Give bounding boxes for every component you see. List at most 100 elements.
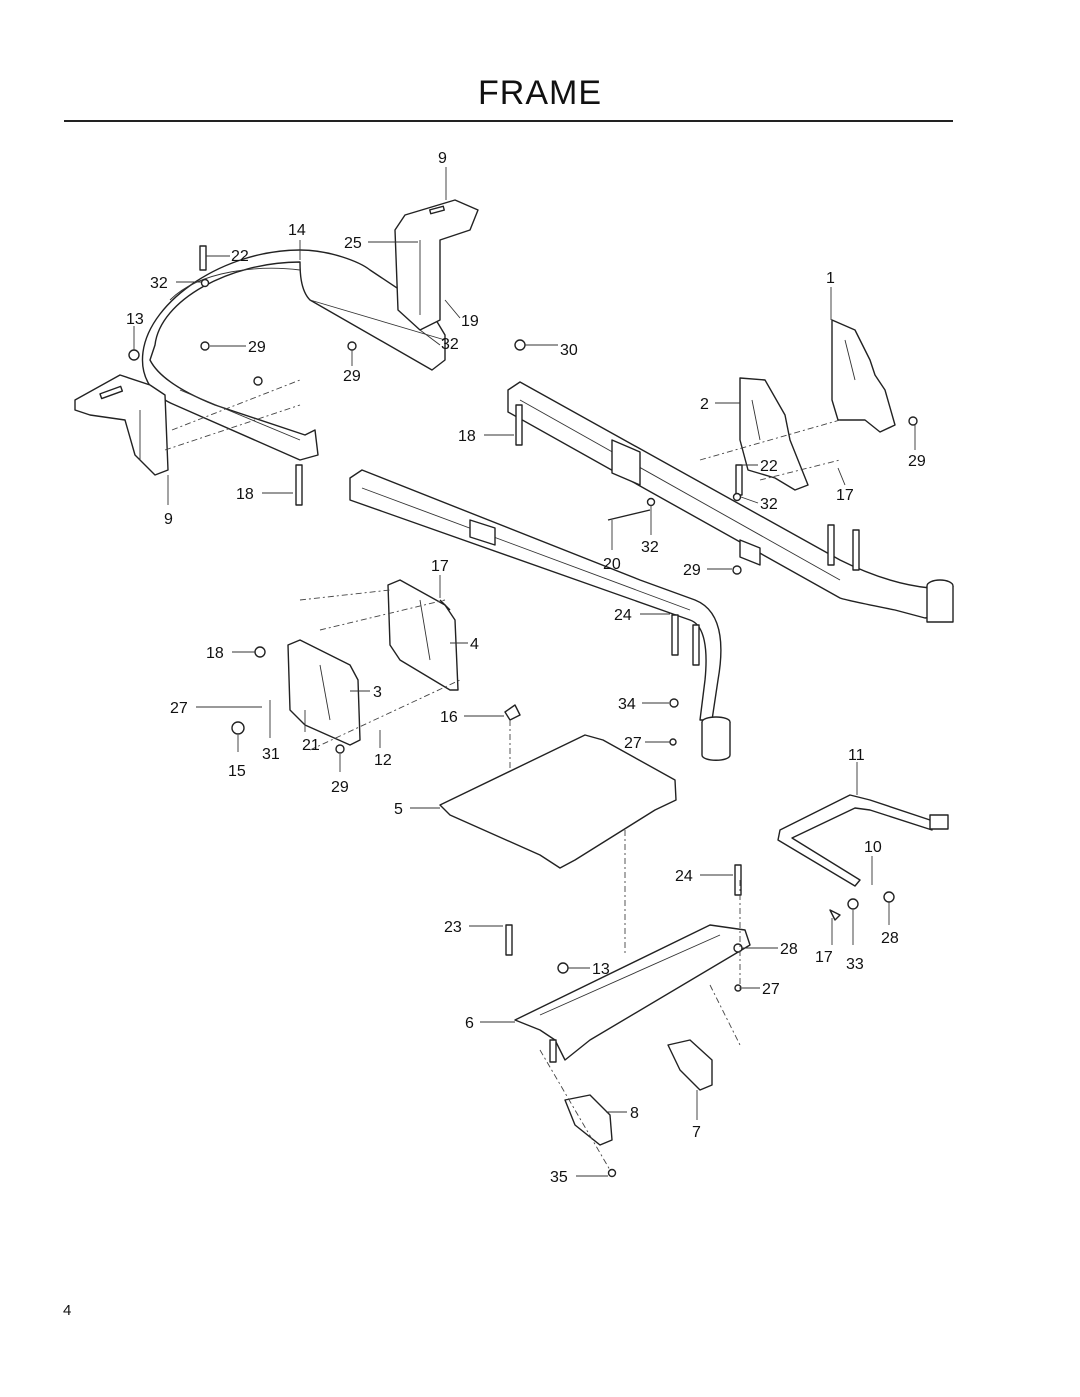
callout-label: 22 [760, 458, 778, 475]
callout-17-a: 17 [836, 467, 854, 504]
callout-32-d: 32 [641, 505, 659, 556]
callout-18-b: 18 [236, 486, 293, 503]
callout-23: 23 [444, 919, 503, 936]
callout-1: 1 [826, 270, 835, 320]
callout-label: 3 [373, 684, 382, 701]
callout-19: 19 [444, 299, 479, 330]
callout-label: 18 [236, 486, 254, 503]
callout-label: 7 [692, 1124, 701, 1141]
callout-15: 15 [228, 735, 246, 780]
callout-label: 35 [550, 1169, 568, 1186]
callout-4: 4 [450, 636, 479, 653]
callout-16: 16 [440, 709, 504, 726]
callout-13-a: 13 [126, 311, 144, 350]
callout-label: 20 [603, 556, 621, 573]
callout-label: 31 [262, 746, 280, 763]
callout-24-a: 24 [614, 607, 670, 624]
title-rule [64, 120, 953, 122]
callout-label: 29 [908, 453, 926, 470]
callout-label: 5 [394, 801, 403, 818]
callout-label: 12 [374, 752, 392, 769]
callout-label: 33 [846, 956, 864, 973]
callout-27-c: 27 [742, 981, 780, 998]
callout-label: 17 [836, 487, 854, 504]
bracket-part-7 [667, 1039, 713, 1091]
callout-label: 22 [231, 248, 249, 265]
side-plate-part-2 [739, 377, 809, 491]
callout-label: 1 [826, 270, 835, 287]
callout-label: 13 [126, 311, 144, 328]
assembly-center-lines [164, 379, 841, 1171]
callout-label: 27 [762, 981, 780, 998]
callout-8: 8 [606, 1105, 639, 1122]
footrest-part-6 [514, 924, 751, 1061]
callout-label: 6 [465, 1015, 474, 1032]
callout-label: 14 [288, 222, 306, 239]
callout-label: 4 [470, 636, 479, 653]
callout-label: 29 [331, 779, 349, 796]
callout-9-left: 9 [164, 475, 173, 528]
page-number: 4 [63, 1302, 72, 1319]
callout-28-b: 28 [881, 902, 899, 947]
callout-label: 25 [344, 235, 362, 252]
callout-label: 27 [170, 700, 188, 717]
callout-32-b: 32 [419, 329, 459, 353]
callout-label: 23 [444, 919, 462, 936]
callout-label: 11 [848, 747, 865, 764]
callout-7: 7 [692, 1090, 701, 1141]
callout-label: 9 [438, 150, 447, 167]
callout-6: 6 [465, 1015, 515, 1032]
side-plate-part-1 [831, 319, 896, 433]
callout-label: 10 [864, 839, 882, 856]
callout-label: 29 [683, 562, 701, 579]
callout-label: 16 [440, 709, 458, 726]
callout-33: 33 [846, 910, 864, 973]
callout-21: 21 [302, 710, 320, 754]
floor-plate-part-5 [439, 734, 677, 869]
callout-3: 3 [350, 684, 382, 701]
callout-18-c: 18 [206, 645, 255, 662]
callout-18-a: 18 [458, 428, 514, 445]
callout-14: 14 [288, 222, 306, 260]
callout-32-c: 32 [740, 496, 778, 513]
callout-27-a: 27 [170, 700, 262, 717]
callout-20: 20 [603, 520, 621, 573]
callout-label: 32 [441, 336, 459, 353]
callout-29-d: 29 [683, 562, 732, 579]
callout-label: 28 [881, 930, 899, 947]
hardware-group [128, 245, 918, 1178]
page-title: FRAME [478, 74, 602, 112]
callout-label: 17 [431, 558, 449, 575]
bracket-part-9-left [74, 374, 169, 476]
callout-22-a: 22 [206, 248, 249, 265]
callout-5: 5 [394, 801, 440, 818]
callout-label: 32 [760, 496, 778, 513]
callout-label: 30 [560, 342, 578, 359]
callout-label: 21 [302, 737, 320, 754]
callout-24-b: 24 [675, 868, 733, 885]
callout-label: 32 [150, 275, 168, 292]
callout-label: 28 [780, 941, 798, 958]
callout-label: 24 [675, 868, 693, 885]
callout-label: 18 [458, 428, 476, 445]
callout-34: 34 [618, 696, 669, 713]
callout-label: 29 [248, 339, 266, 356]
callout-17-b: 17 [431, 558, 449, 598]
bracket-part-9-top [394, 199, 479, 331]
callout-label: 13 [592, 961, 610, 978]
callout-label: 8 [630, 1105, 639, 1122]
callout-35: 35 [550, 1169, 608, 1186]
callout-label: 17 [815, 949, 833, 966]
handle-frame-part-14 [141, 249, 446, 461]
callout-label: 34 [618, 696, 636, 713]
callout-label: 9 [164, 511, 173, 528]
callout-2: 2 [700, 396, 740, 413]
callout-10: 10 [864, 839, 882, 885]
callout-31: 31 [262, 700, 280, 763]
rod-part-11 [777, 794, 949, 887]
callout-label: 2 [700, 396, 709, 413]
callout-22-b: 22 [741, 458, 778, 475]
callout-12: 12 [374, 730, 392, 769]
callout-label: 19 [461, 313, 479, 330]
